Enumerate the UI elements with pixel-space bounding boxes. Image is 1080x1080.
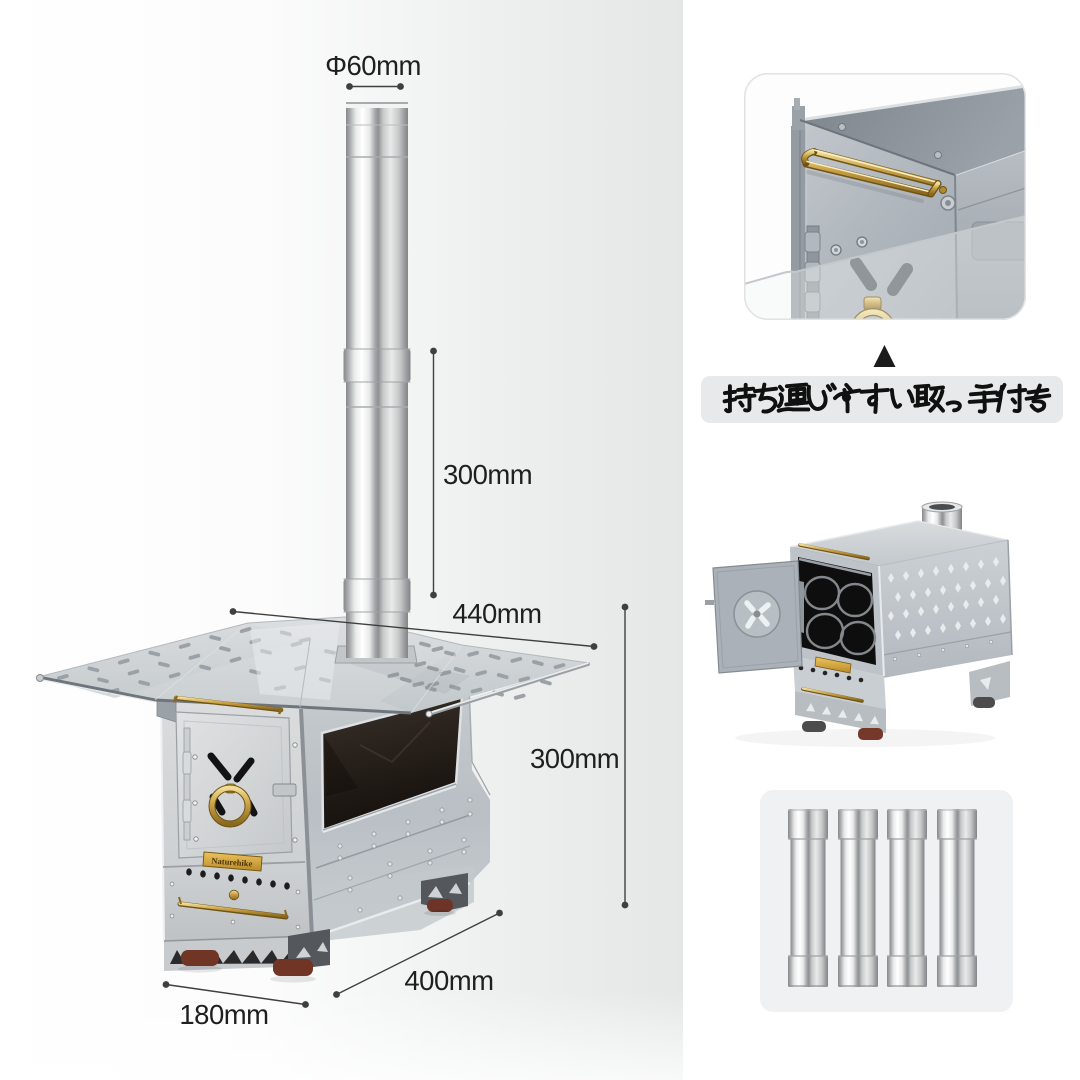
svg-text:300mm: 300mm (443, 459, 532, 490)
svg-text:Φ60mm: Φ60mm (325, 50, 421, 81)
svg-text:400mm: 400mm (404, 965, 493, 996)
svg-text:440mm: 440mm (452, 598, 541, 629)
svg-text:Naturehike: Naturehike (211, 855, 253, 868)
svg-text:180mm: 180mm (179, 999, 268, 1030)
svg-text:300mm: 300mm (530, 743, 619, 774)
